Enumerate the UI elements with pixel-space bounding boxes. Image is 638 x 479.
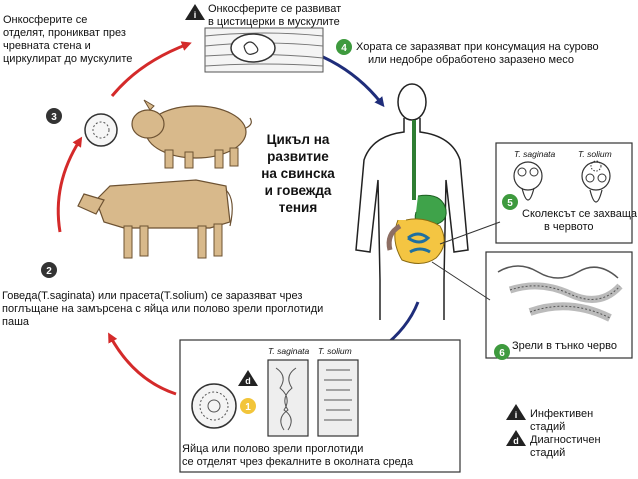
pig-illustration	[131, 99, 252, 169]
step4-caption: Хората се заразяват при консумация на су…	[356, 41, 599, 66]
svg-text:d: d	[513, 436, 519, 446]
step2-caption: Говеда(T.saginata) или прасета(T.solium)…	[2, 290, 324, 328]
scolex-label-saginata: T. saginata	[514, 149, 556, 159]
step-6-badge: 6	[494, 344, 510, 360]
step6-caption: Зрели в тънко черво	[512, 340, 617, 352]
bottom-caption: Яйца или полово зрели проглотиди се отде…	[182, 443, 414, 468]
svg-text:5: 5	[507, 198, 513, 209]
svg-text:6: 6	[499, 348, 505, 359]
step5-caption: Сколексът се захваща в червото	[522, 208, 638, 233]
svg-text:1: 1	[245, 402, 251, 413]
step-5-badge: 5	[502, 194, 518, 210]
top-left-caption: Онкосферите се отделят, проникват през ч…	[3, 14, 133, 65]
top-center-caption: Онкосферите се развиват в цистицерки в м…	[208, 3, 342, 28]
step-4-badge: 4	[336, 39, 352, 55]
scolex-pointer	[439, 221, 501, 245]
cyst-step3	[84, 113, 118, 147]
diagnostic-marker-legend: d	[506, 430, 526, 446]
title-line: на свинска	[261, 166, 335, 181]
arrow-left-red	[56, 136, 83, 233]
infective-marker-legend: i	[506, 404, 526, 420]
title-line: тения	[278, 200, 318, 215]
title-line: развитие	[267, 149, 329, 164]
cow-illustration	[77, 179, 233, 259]
svg-text:2: 2	[46, 266, 52, 277]
scolex-box	[495, 142, 633, 244]
cysticercus-muscle	[204, 27, 324, 73]
infective-marker-top: i	[185, 4, 205, 20]
step-1-badge: 1	[240, 398, 256, 414]
title-line: Цикъл на	[266, 132, 330, 147]
adult-worm-box	[485, 251, 633, 359]
proglottid-label-solium: T. solium	[318, 346, 352, 356]
proglottid-label-saginata: T. saginata	[268, 346, 310, 356]
svg-text:i: i	[194, 10, 197, 20]
step-3-badge: 3	[46, 108, 62, 124]
human-silhouette	[355, 83, 469, 320]
legend-diagnostic: Диагностичен стадий	[530, 434, 601, 459]
svg-text:4: 4	[341, 43, 347, 54]
step-2-badge: 2	[41, 262, 57, 278]
svg-text:3: 3	[51, 112, 57, 123]
svg-text:d: d	[245, 376, 251, 386]
title-line: и говежда	[264, 183, 332, 198]
diagnostic-marker-box: d	[238, 370, 258, 386]
svg-text:i: i	[515, 410, 518, 420]
legend-infective: Инфективен стадий	[530, 408, 594, 433]
arrow-top-left-red	[110, 41, 192, 97]
eggs-proglottids-box	[179, 339, 461, 473]
worm-pointer	[431, 261, 491, 301]
arrow-bottom-to-animals	[108, 332, 177, 396]
scolex-label-solium: T. solium	[578, 149, 612, 159]
diagram-title: Цикъл на развитие на свинска и говежда т…	[248, 131, 348, 216]
